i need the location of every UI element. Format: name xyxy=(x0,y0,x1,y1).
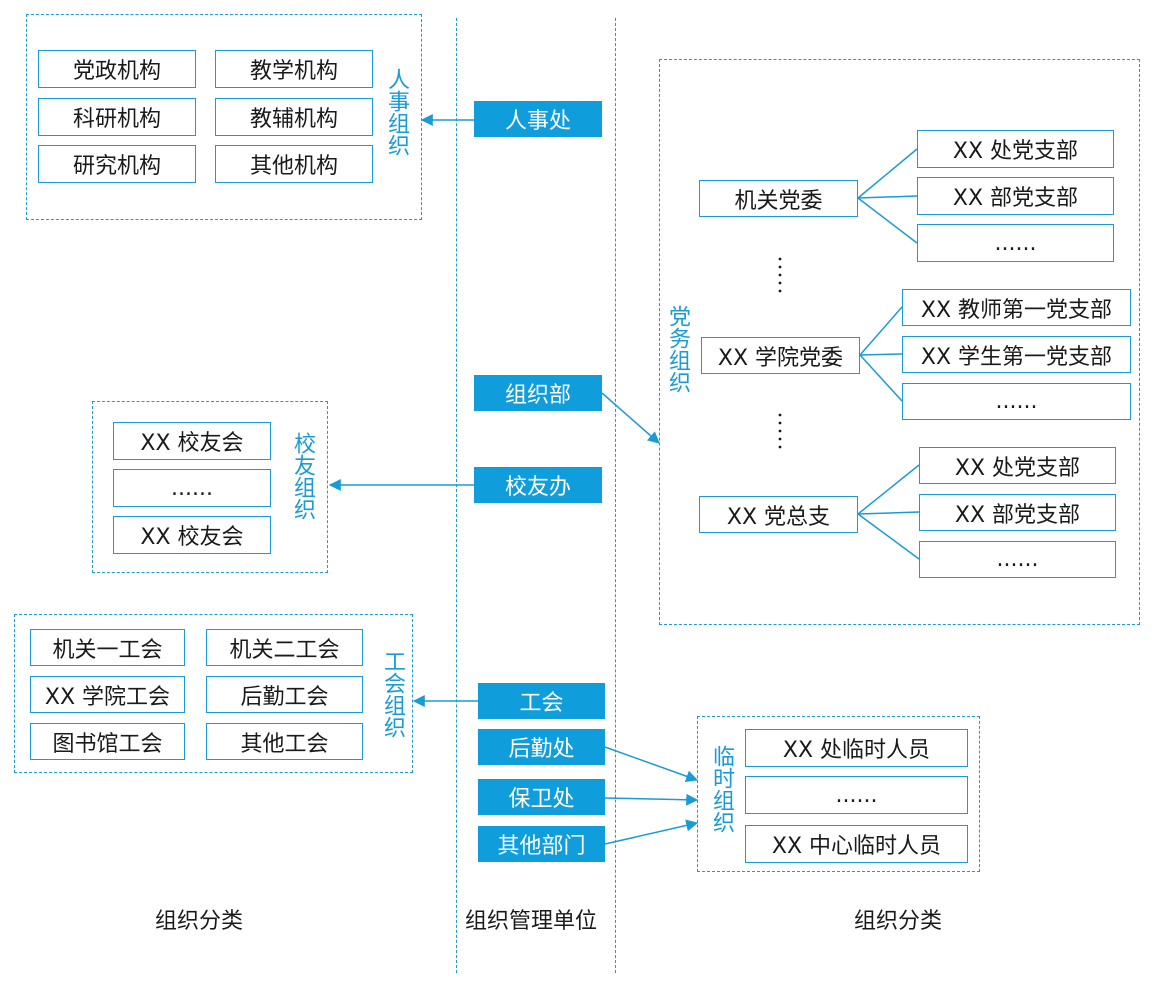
party-branch: ...... xyxy=(902,383,1131,420)
personnel-item: 科研机构 xyxy=(38,98,196,136)
arrow-logistics xyxy=(604,746,699,783)
caption-right: 组织分类 xyxy=(854,909,943,934)
temporary-item: XX 处临时人员 xyxy=(745,729,968,767)
alumni-item: ...... xyxy=(113,469,271,507)
party-committee: XX 党总支 xyxy=(699,496,858,533)
unit-logistics: 后勤处 xyxy=(478,729,605,765)
unit-alumni-office: 校友办 xyxy=(474,467,602,503)
union-item: 后勤工会 xyxy=(206,676,363,713)
union-item: 其他工会 xyxy=(206,723,363,760)
unit-organization-dept: 组织部 xyxy=(474,375,602,411)
personnel-item: 研究机构 xyxy=(38,145,196,183)
personnel-group-label: 人事组织 xyxy=(384,68,409,156)
unit-other-depts: 其他部门 xyxy=(478,826,605,862)
personnel-item: 其他机构 xyxy=(215,145,373,183)
party-branch: XX 处党支部 xyxy=(917,130,1114,168)
alumni-group xyxy=(92,401,328,573)
alumni-item: XX 校友会 xyxy=(113,422,271,460)
alumni-item: XX 校友会 xyxy=(113,516,271,554)
personnel-item: 教辅机构 xyxy=(215,98,373,136)
party-branch: XX 部党支部 xyxy=(919,494,1116,531)
party-group xyxy=(659,59,1140,625)
party-group-label: 党务组织 xyxy=(665,305,690,393)
unit-personnel-office: 人事处 xyxy=(474,101,602,137)
alumni-group-label: 校友组织 xyxy=(290,432,315,520)
party-branch: ...... xyxy=(917,224,1114,262)
unit-security: 保卫处 xyxy=(478,779,605,815)
caption-left: 组织分类 xyxy=(155,909,244,934)
union-group-label: 工会组织 xyxy=(380,650,405,738)
arrow-other xyxy=(604,819,699,845)
unit-union: 工会 xyxy=(478,683,605,719)
party-branch: ...... xyxy=(919,541,1116,578)
union-item: 图书馆工会 xyxy=(30,723,185,760)
party-committee: XX 学院党委 xyxy=(701,337,860,374)
personnel-item: 教学机构 xyxy=(215,50,373,88)
temporary-group-label: 临时组织 xyxy=(709,745,734,833)
union-item: XX 学院工会 xyxy=(30,676,185,713)
party-branch: XX 学生第一党支部 xyxy=(902,336,1131,373)
temporary-item: XX 中心临时人员 xyxy=(745,825,968,863)
union-group xyxy=(14,614,413,773)
temporary-item: ...... xyxy=(745,776,968,814)
union-item: 机关一工会 xyxy=(30,629,185,666)
center-column-left-line xyxy=(456,18,457,973)
center-column-right-line xyxy=(615,18,616,973)
arrow-organization xyxy=(601,392,660,444)
union-item: 机关二工会 xyxy=(206,629,363,666)
party-branch: XX 教师第一党支部 xyxy=(902,289,1131,326)
party-branch: XX 处党支部 xyxy=(919,447,1116,484)
caption-center: 组织管理单位 xyxy=(465,909,598,934)
party-committee: 机关党委 xyxy=(699,180,858,217)
personnel-item: 党政机构 xyxy=(38,50,196,88)
arrow-security xyxy=(604,793,699,806)
party-branch: XX 部党支部 xyxy=(917,177,1114,215)
